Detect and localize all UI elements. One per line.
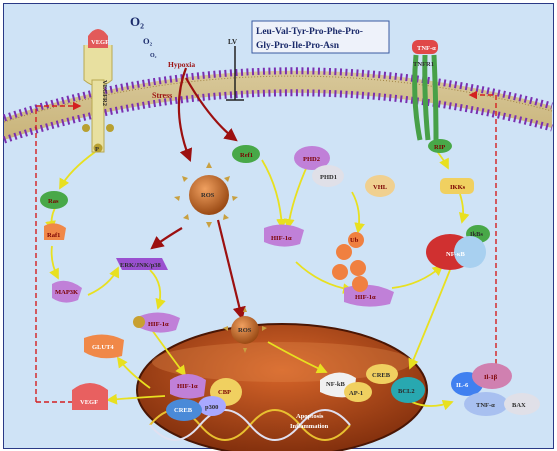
- nuc-cbp-label: CBP: [218, 389, 231, 396]
- raf1-label: Raf1: [47, 232, 60, 239]
- out-tnfa-label: TNF-α: [476, 402, 495, 409]
- outcome-inflammation: Inflammation: [290, 423, 329, 430]
- tnf-label: TNF-α: [417, 45, 436, 52]
- stress-label: Stress: [152, 91, 172, 100]
- oxygen-big: O₂: [130, 14, 144, 29]
- nucleus: [136, 323, 428, 451]
- protein-shapes: [40, 139, 540, 421]
- lv-inhibition: [226, 46, 244, 101]
- outcome-apoptosis: Apoptosis: [296, 413, 324, 420]
- ikb-label: IkBs: [470, 231, 483, 238]
- tnfr1-receptor: [412, 40, 439, 141]
- map3k-label: MAP3K: [55, 289, 78, 296]
- nuc-bcl2-label: BCL2: [398, 388, 415, 395]
- nuc-creb-right-label: CREB: [372, 372, 391, 379]
- nuc-creb-left-label: CREB: [174, 407, 193, 414]
- ros-nuclear-label: ROS: [238, 327, 252, 334]
- peptide-line1: Leu-Val-Tyr-Pro-Phe-Pro-: [256, 27, 363, 37]
- out-il1b-label: Il-1β: [484, 374, 498, 381]
- erk-label: ERK/JNK/p38: [120, 262, 162, 269]
- ref1-label: Ref1: [240, 152, 253, 159]
- nuc-hif-label: HIF-1α: [177, 383, 198, 390]
- phd2-label: PHD2: [303, 156, 320, 163]
- peptide-line2: Gly-Pro-Ile-Pro-Asn: [256, 41, 340, 51]
- ros-main: [174, 162, 238, 228]
- lv-label: LV: [228, 38, 237, 46]
- ros-label: ROS: [201, 192, 215, 199]
- ros-nuclear: [223, 307, 267, 353]
- nuc-ap1-label: AP-1: [349, 390, 363, 397]
- p-label: P: [95, 146, 99, 153]
- rip-label: RIP: [434, 144, 445, 151]
- out-il6-label: IL-6: [456, 382, 469, 389]
- oxygen-mid: O₂: [143, 36, 153, 46]
- vegf-bottom-label: VEGF: [80, 399, 98, 406]
- ras-label: Ras: [48, 198, 59, 205]
- hif-left-label: HIF-1α: [148, 321, 169, 328]
- out-bax-label: BAX: [512, 402, 526, 409]
- vegfr2-receptor: [82, 29, 114, 153]
- ros-arrows: [150, 67, 246, 321]
- hif-ub-label: HIF-1α: [355, 294, 376, 301]
- glut4-label: GLUT4: [92, 344, 114, 351]
- vegfr2-label: VEGFR2: [101, 80, 108, 106]
- nuc-nfkb-label: NF-kB: [326, 381, 345, 388]
- ikks-label: IKKs: [450, 184, 466, 191]
- nfkb-label: NF-κB: [446, 251, 465, 258]
- peptide-box: [251, 20, 390, 54]
- vhl-label: VHL: [373, 184, 388, 191]
- vegf-top-label: VEGF: [91, 39, 109, 46]
- tnfr1-label: TNFR1: [413, 61, 434, 68]
- phd1-label: PHD1: [320, 174, 337, 181]
- oxygen-small: O₂: [150, 53, 157, 59]
- feedback-lines: [35, 90, 497, 403]
- ub-label: Ub: [350, 237, 359, 244]
- hif-mid-label: HIF-1α: [271, 235, 292, 242]
- nuc-p300-label: p300: [205, 404, 218, 411]
- hypoxia-label: Hypoxia: [168, 60, 195, 69]
